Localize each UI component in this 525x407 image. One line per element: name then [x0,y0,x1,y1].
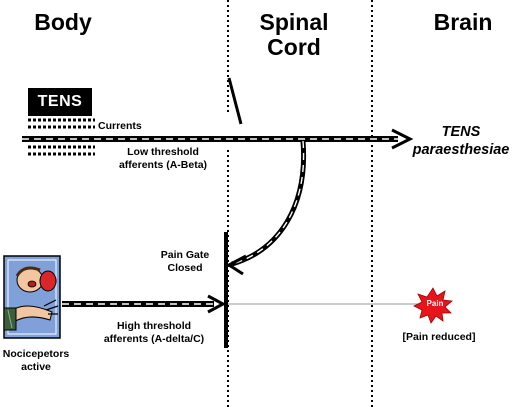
nociceptors-line1: Nocicepetors [2,348,70,360]
pain-burst-text: Pain [426,299,444,308]
column-heading-spinal-line1: Spinal [259,9,329,35]
column-heading-spinal-cord: Spinal Cord [244,10,344,60]
nociceptor-illustration [3,255,61,339]
pain-reduced-label: [Pain reduced] [402,331,476,343]
branch-arrow-to-gate [226,140,307,276]
pain-gate-label: Pain Gate Closed [152,249,218,275]
pain-gate-line1: Pain Gate [160,249,210,261]
currents-label: Currents [98,120,142,132]
pain-burst-icon [413,287,453,324]
low-threshold-line2: afferents (A-Beta) [118,159,208,171]
column-heading-body: Body [34,9,92,35]
high-threshold-line2: afferents (A-delta/C) [103,333,205,345]
high-threshold-arrow [62,294,227,314]
high-threshold-line1: High threshold [116,320,192,332]
slanted-marker [227,77,243,125]
column-heading-brain: Brain [433,9,493,35]
tens-electrode-pads [28,118,95,156]
tens-device-label: TENS [28,88,92,116]
low-threshold-arrow [22,128,414,150]
pain-gate-line2: Closed [167,262,203,274]
tens-paraesthesiae-line2: paraesthesiae [412,142,510,158]
column-heading-spinal-line2: Cord [267,34,321,60]
low-threshold-line1: Low threshold [127,146,199,158]
nociceptors-active-label: Nocicepetors active [0,348,72,374]
tens-paraesthesiae-line1: TENS [441,124,481,140]
high-threshold-afferents-label: High threshold afferents (A-delta/C) [84,320,224,346]
nociceptors-line2: active [21,361,51,373]
low-threshold-afferents-label: Low threshold afferents (A-Beta) [98,146,228,172]
tens-paraesthesiae-label: TENS paraesthesiae [400,123,522,159]
